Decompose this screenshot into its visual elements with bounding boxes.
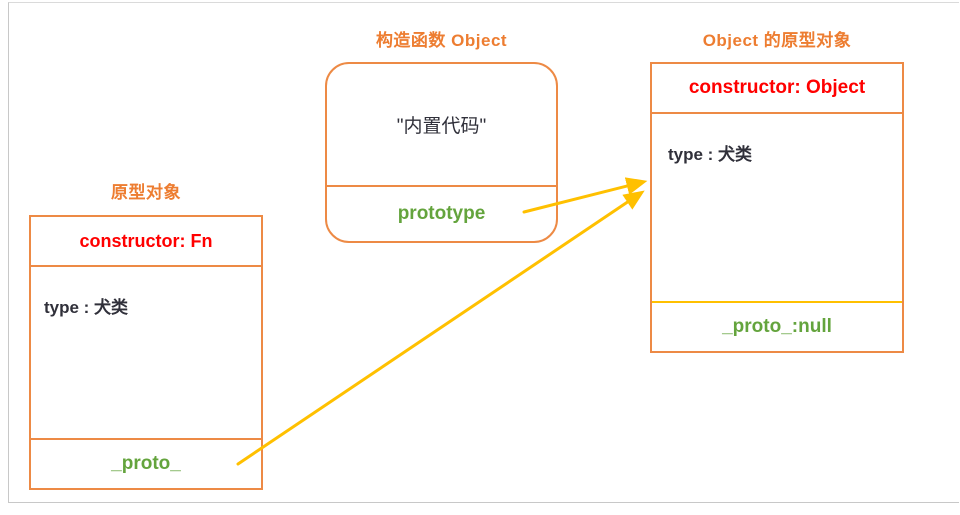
object-prototype-type-row: type : 犬类 bbox=[668, 145, 753, 164]
object-prototype-constructor-row: constructor: Object bbox=[652, 64, 902, 114]
object-prototype-title: Object 的原型对象 bbox=[702, 31, 852, 50]
fn-prototype-title: 原型对象 bbox=[111, 183, 181, 202]
object-constructor-prototype-row: prototype bbox=[397, 203, 486, 224]
fn-prototype-type-row: type : 犬类 bbox=[44, 298, 129, 317]
object-constructor-code-row: "内置代码" bbox=[327, 64, 556, 187]
object-prototype-proto-row: _proto_:null bbox=[652, 301, 902, 351]
object-prototype-box: constructor: Object type : 犬类 _proto_:nu… bbox=[650, 62, 904, 353]
fn-prototype-box: constructor: Fn type : 犬类 _proto_ bbox=[29, 215, 263, 490]
fn-prototype-proto-row: _proto_ bbox=[31, 438, 261, 488]
fn-prototype-constructor-row: constructor: Fn bbox=[31, 217, 261, 267]
object-constructor-box: "内置代码" prototype bbox=[325, 62, 558, 243]
object-constructor-title: 构造函数 Object bbox=[375, 31, 508, 50]
